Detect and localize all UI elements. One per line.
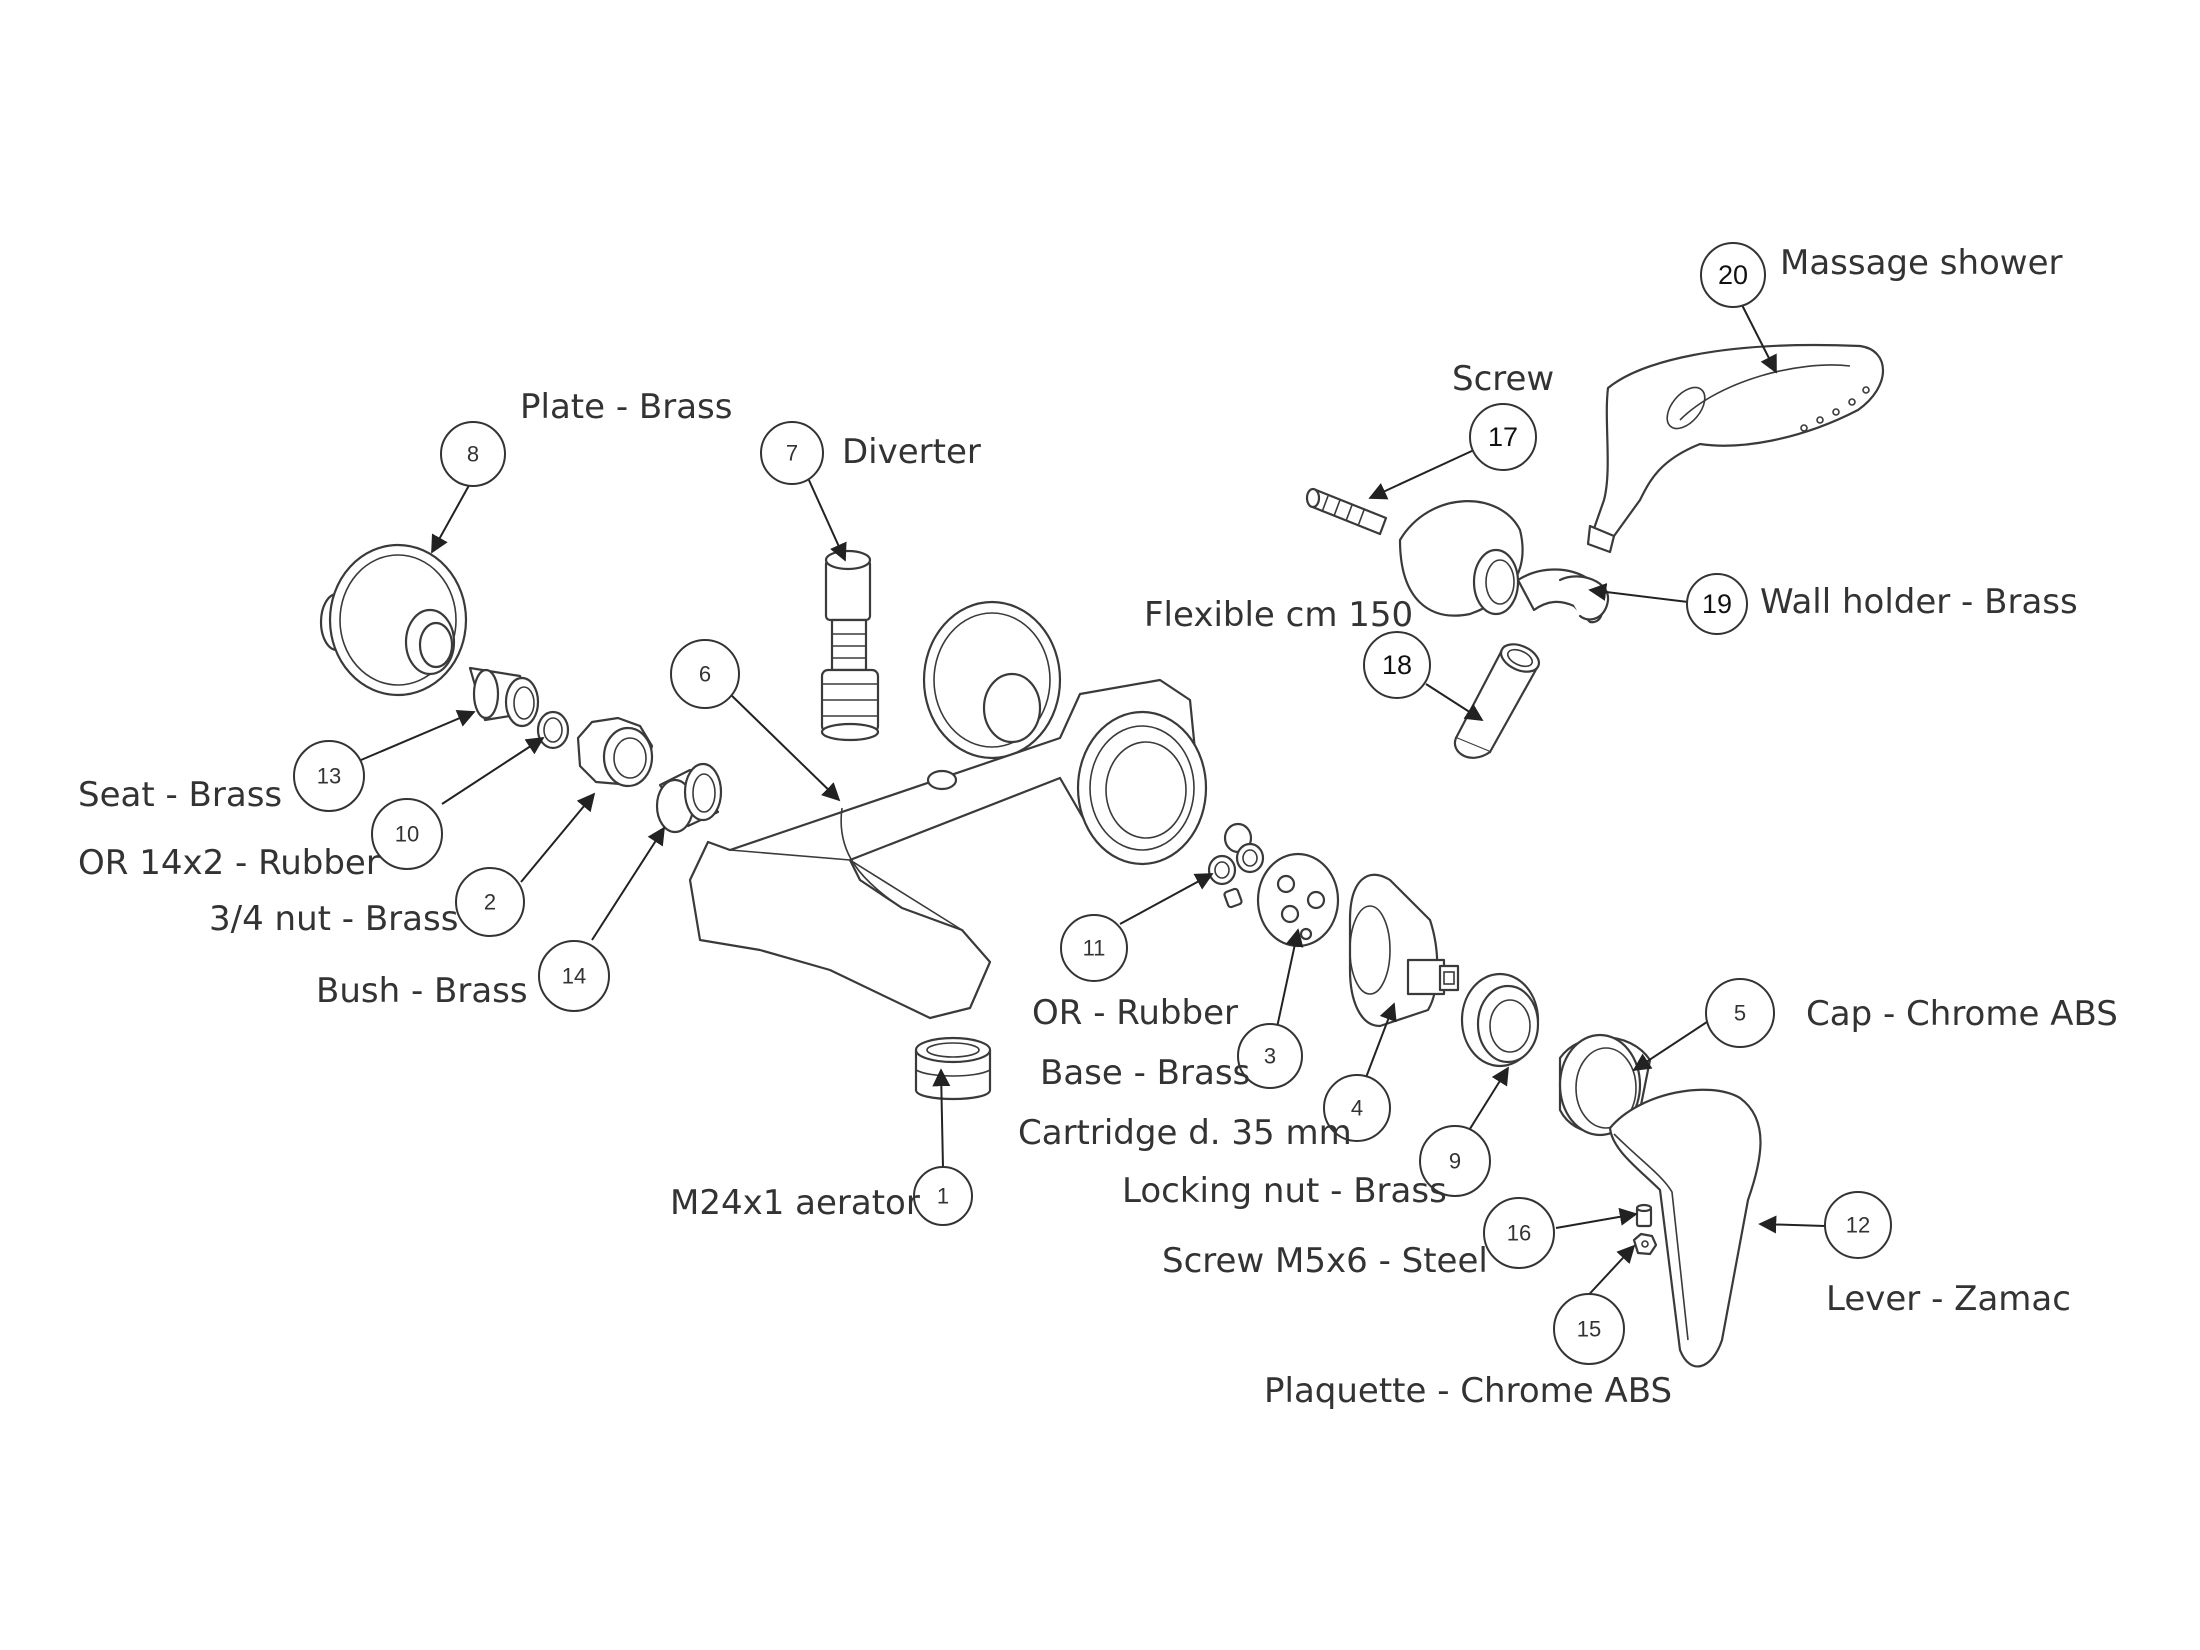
svg-text:2: 2 — [484, 890, 496, 915]
callout-20: 20 — [1700, 242, 1766, 308]
callout-2: 2 — [455, 867, 525, 937]
callout-3: 3 — [1237, 1023, 1303, 1089]
callout-9: 9 — [1419, 1125, 1491, 1197]
part-seat — [468, 666, 540, 728]
part-plate-left — [319, 543, 468, 697]
callout-16: 16 — [1483, 1197, 1555, 1269]
part-orings-11 — [1207, 822, 1265, 909]
part-wall-holder — [1398, 500, 1610, 624]
callout-7: 7 — [760, 421, 824, 485]
callout-14: 14 — [538, 940, 610, 1012]
svg-text:4: 4 — [1351, 1096, 1363, 1121]
part-lever — [1608, 1088, 1762, 1368]
label-plaquette: Plaquette - Chrome ABS — [1264, 1371, 1672, 1411]
callout-18: 18 — [1363, 631, 1431, 699]
callout-4: 4 — [1323, 1074, 1391, 1142]
part-locking-nut — [1460, 972, 1540, 1068]
svg-text:19: 19 — [1702, 589, 1732, 619]
label-cartridge: Cartridge d. 35 mm — [1018, 1113, 1352, 1153]
svg-text:20: 20 — [1718, 260, 1748, 290]
part-cartridge — [1348, 873, 1460, 1028]
label-oring-rubber: OR - Rubber — [1032, 993, 1238, 1033]
label-diverter: Diverter — [842, 432, 981, 472]
svg-text:10: 10 — [395, 822, 419, 847]
label-bush: Bush - Brass — [316, 971, 528, 1011]
label-screw-m5x6: Screw M5x6 - Steel — [1162, 1241, 1488, 1281]
svg-text:7: 7 — [786, 441, 798, 466]
svg-text:11: 11 — [1083, 936, 1106, 961]
callout-19: 19 — [1686, 573, 1748, 635]
label-massage-shower: Massage shower — [1780, 243, 2063, 283]
label-nut: 3/4 nut - Brass — [209, 899, 458, 939]
label-locking-nut: Locking nut - Brass — [1122, 1171, 1447, 1211]
svg-text:5: 5 — [1734, 1001, 1746, 1026]
part-diverter — [820, 549, 880, 742]
svg-text:17: 17 — [1488, 422, 1518, 452]
label-aerator: M24x1 aerator — [670, 1183, 920, 1223]
part-screw-16 — [1635, 1203, 1653, 1228]
part-flexible — [1453, 643, 1541, 759]
label-wall-holder: Wall holder - Brass — [1760, 582, 2078, 622]
label-plate: Plate - Brass — [520, 387, 732, 427]
callout-13: 13 — [293, 740, 365, 812]
part-cap — [1558, 1033, 1652, 1137]
svg-text:14: 14 — [562, 964, 586, 989]
callout-11: 11 — [1060, 914, 1128, 982]
part-aerator — [914, 1036, 992, 1101]
callout-6: 6 — [670, 639, 740, 709]
svg-text:9: 9 — [1449, 1149, 1461, 1174]
leader-lines — [360, 304, 1826, 1303]
part-shower-head — [1586, 343, 1884, 554]
label-seat: Seat - Brass — [78, 775, 282, 815]
part-bush-14 — [655, 762, 723, 834]
svg-text:6: 6 — [699, 662, 711, 687]
callout-17: 17 — [1469, 403, 1537, 471]
callout-15: 15 — [1553, 1293, 1625, 1365]
part-nut-2 — [576, 716, 654, 788]
label-lever: Lever - Zamac — [1826, 1279, 2071, 1319]
svg-text:12: 12 — [1846, 1213, 1870, 1238]
svg-text:15: 15 — [1577, 1317, 1601, 1342]
label-screw: Screw — [1452, 359, 1554, 399]
svg-text:16: 16 — [1507, 1221, 1531, 1246]
part-mixer-body — [688, 600, 1208, 1020]
callout-8: 8 — [440, 421, 506, 487]
part-screw-17 — [1305, 487, 1388, 536]
svg-text:3: 3 — [1264, 1044, 1276, 1069]
label-base: Base - Brass — [1040, 1053, 1250, 1093]
callout-10: 10 — [371, 798, 443, 870]
label-cap: Cap - Chrome ABS — [1806, 994, 2118, 1034]
label-oring-14x2: OR 14x2 - Rubber — [78, 843, 380, 883]
part-plaquette-15 — [1632, 1232, 1658, 1256]
callout-12: 12 — [1824, 1191, 1892, 1259]
callout-1: 1 — [913, 1166, 973, 1226]
label-flexible: Flexible cm 150 — [1144, 595, 1413, 635]
part-oring-10 — [536, 710, 570, 750]
svg-text:18: 18 — [1382, 650, 1412, 680]
callout-5: 5 — [1705, 978, 1775, 1048]
svg-text:8: 8 — [467, 442, 479, 467]
svg-text:13: 13 — [317, 764, 341, 789]
svg-text:1: 1 — [937, 1184, 949, 1209]
